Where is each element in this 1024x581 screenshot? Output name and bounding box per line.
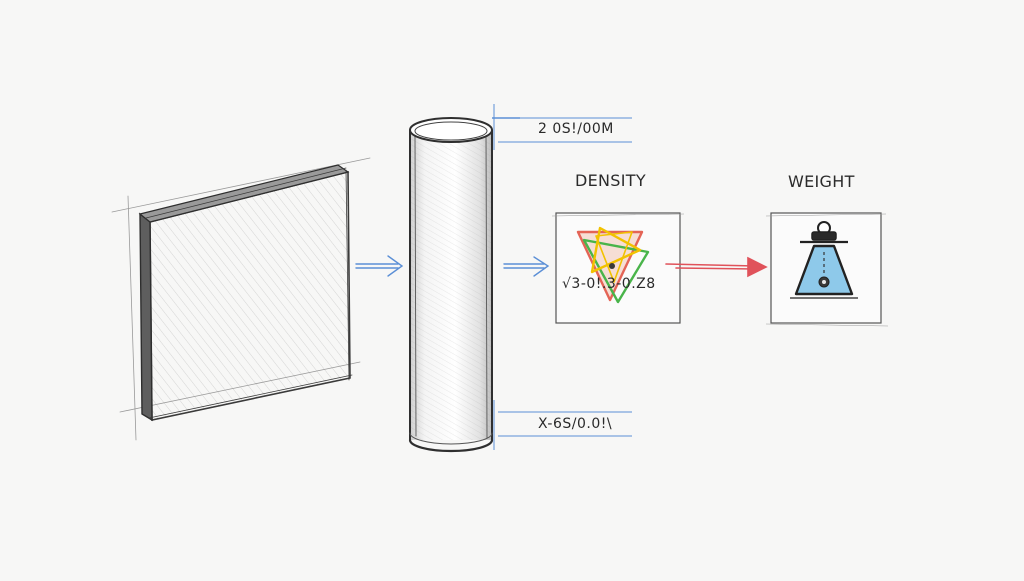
dimension-label-top: 2 0S!/00M bbox=[538, 121, 614, 137]
arrow-cylinder-to-density bbox=[503, 256, 550, 277]
weight-flask-icon bbox=[790, 221, 858, 299]
density-readout: √3-0!.3-0.Z8 bbox=[562, 276, 656, 292]
weight-box bbox=[765, 212, 889, 327]
dimension-label-bottom: X-6S/0.0!\ bbox=[538, 416, 613, 432]
sheet-slab bbox=[111, 157, 371, 441]
density-label: DENSITY bbox=[575, 171, 646, 190]
dimension-lines-top bbox=[492, 104, 632, 150]
arrow-sheet-to-cylinder bbox=[355, 255, 404, 277]
dimension-lines-bottom bbox=[493, 400, 632, 450]
cylinder-rod bbox=[408, 117, 494, 453]
arrow-density-to-weight bbox=[665, 256, 768, 278]
weight-label: WEIGHT bbox=[788, 172, 855, 191]
density-triangles-icon bbox=[576, 226, 650, 304]
density-box bbox=[551, 212, 685, 324]
